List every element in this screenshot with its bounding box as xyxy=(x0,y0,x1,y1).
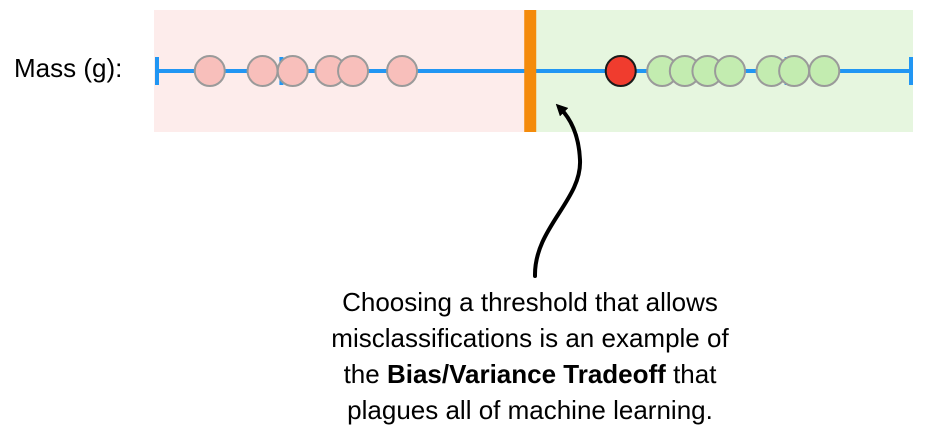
caption: Choosing a threshold that allows misclas… xyxy=(205,284,855,428)
caption-line-3-start: the xyxy=(343,359,387,389)
caption-emphasis: Bias/Variance Tradeoff xyxy=(386,359,666,389)
misclassified-point xyxy=(604,55,637,87)
red-point-2 xyxy=(246,55,279,87)
red-point-6 xyxy=(386,55,419,87)
caption-line-3: the Bias/Variance Tradeoff that xyxy=(205,356,855,392)
caption-line-2: misclassifications is an example of xyxy=(331,323,729,353)
data-points xyxy=(193,55,841,87)
red-point-5 xyxy=(337,55,370,87)
red-point-3 xyxy=(276,55,309,87)
caption-line-3-end: that xyxy=(665,359,717,389)
threshold-bar xyxy=(524,10,537,132)
red-point-1 xyxy=(193,55,226,87)
green-point-6 xyxy=(778,55,811,87)
annotation-arrow xyxy=(532,103,583,278)
green-point-7 xyxy=(808,55,841,87)
caption-line-4: plagues all of machine learning. xyxy=(347,395,713,425)
green-point-4 xyxy=(714,55,747,87)
axis-label: Mass (g): xyxy=(14,53,123,83)
caption-line-1: Choosing a threshold that allows xyxy=(342,287,718,317)
